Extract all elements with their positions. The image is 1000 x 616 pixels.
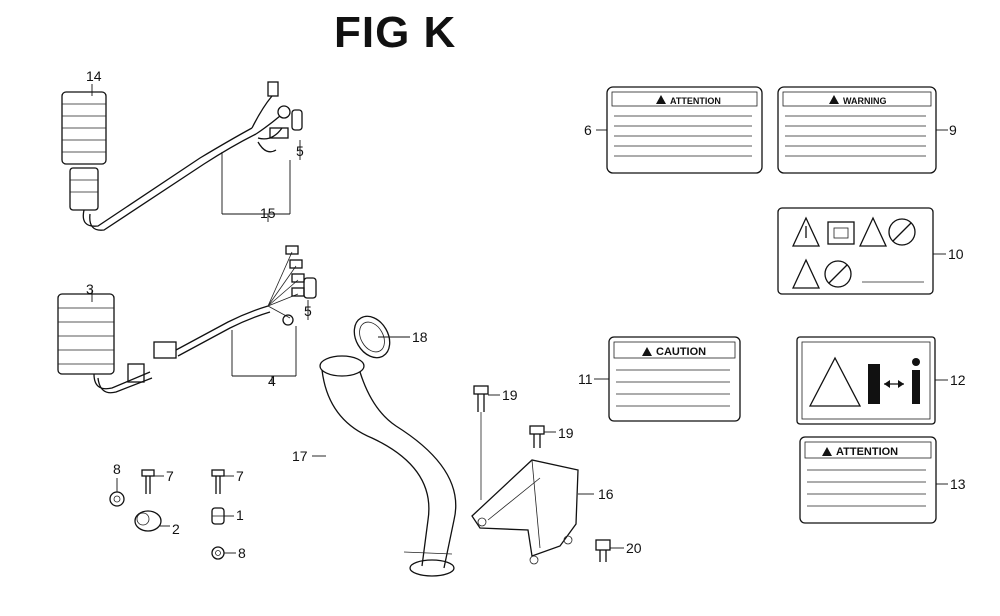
cap-part-2 [134, 510, 162, 532]
washer-part-1 [211, 507, 225, 525]
bolt-part-20 [595, 539, 611, 562]
regulator-part-3 [57, 293, 115, 375]
bolt-part-7-left [141, 469, 155, 494]
nut-part-8-left [109, 491, 125, 507]
callout-10: 10 [948, 246, 964, 262]
attention-label-heading: ATTENTION [670, 96, 721, 106]
callout-17: 17 [292, 448, 308, 464]
callout-4: 4 [268, 373, 276, 389]
leader-lines [91, 84, 948, 554]
regulator-part-14 [61, 91, 107, 211]
callout-5-lower: 5 [304, 303, 312, 319]
warning-label-heading: WARNING [843, 96, 887, 106]
bolt-part-19-upper [473, 385, 489, 500]
caution-label-heading: CAUTION [656, 346, 706, 358]
callout-numbers: 1 2 3 4 5 5 6 7 7 8 8 9 10 11 12 13 14 1… [86, 68, 966, 561]
callout-5-upper: 5 [296, 143, 304, 159]
figure-title: FIG K [334, 8, 457, 57]
attention-label-part-13: ATTENTION [799, 436, 937, 524]
callout-7-right: 7 [236, 468, 244, 484]
bolt-part-19-lower [529, 425, 545, 448]
callout-18: 18 [412, 329, 428, 345]
bracket-part-16 [471, 459, 579, 565]
callout-19-lower: 19 [558, 425, 574, 441]
callout-8-bottom: 8 [238, 545, 246, 561]
callout-8-left: 8 [113, 461, 121, 477]
callout-9: 9 [949, 122, 957, 138]
clamp-part-18 [353, 315, 391, 359]
callout-13: 13 [950, 476, 966, 492]
attention-label-part-6: ATTENTION [606, 86, 763, 174]
callout-1: 1 [236, 507, 244, 523]
callout-3: 3 [86, 281, 94, 297]
callout-19-upper: 19 [502, 387, 518, 403]
harness-part-4 [93, 245, 317, 394]
callout-14: 14 [86, 68, 102, 84]
callout-6: 6 [584, 122, 592, 138]
nut-part-8-bottom [211, 546, 225, 560]
attention-label-b-heading: ATTENTION [836, 446, 898, 458]
harness-part-15 [82, 81, 303, 231]
tube-part-17 [319, 355, 457, 577]
bolt-part-7-right [211, 469, 225, 494]
callout-20: 20 [626, 540, 642, 556]
callout-12: 12 [950, 372, 966, 388]
callout-2: 2 [172, 521, 180, 537]
callout-15: 15 [260, 205, 276, 221]
pictogram-label-part-10 [777, 207, 934, 295]
caution-label-part-11: CAUTION [608, 336, 741, 422]
callout-7-left: 7 [166, 468, 174, 484]
callout-16: 16 [598, 486, 614, 502]
warning-label-part-9: WARNING [777, 86, 937, 174]
callout-11: 11 [578, 371, 593, 387]
distance-label-part-12 [796, 336, 936, 425]
